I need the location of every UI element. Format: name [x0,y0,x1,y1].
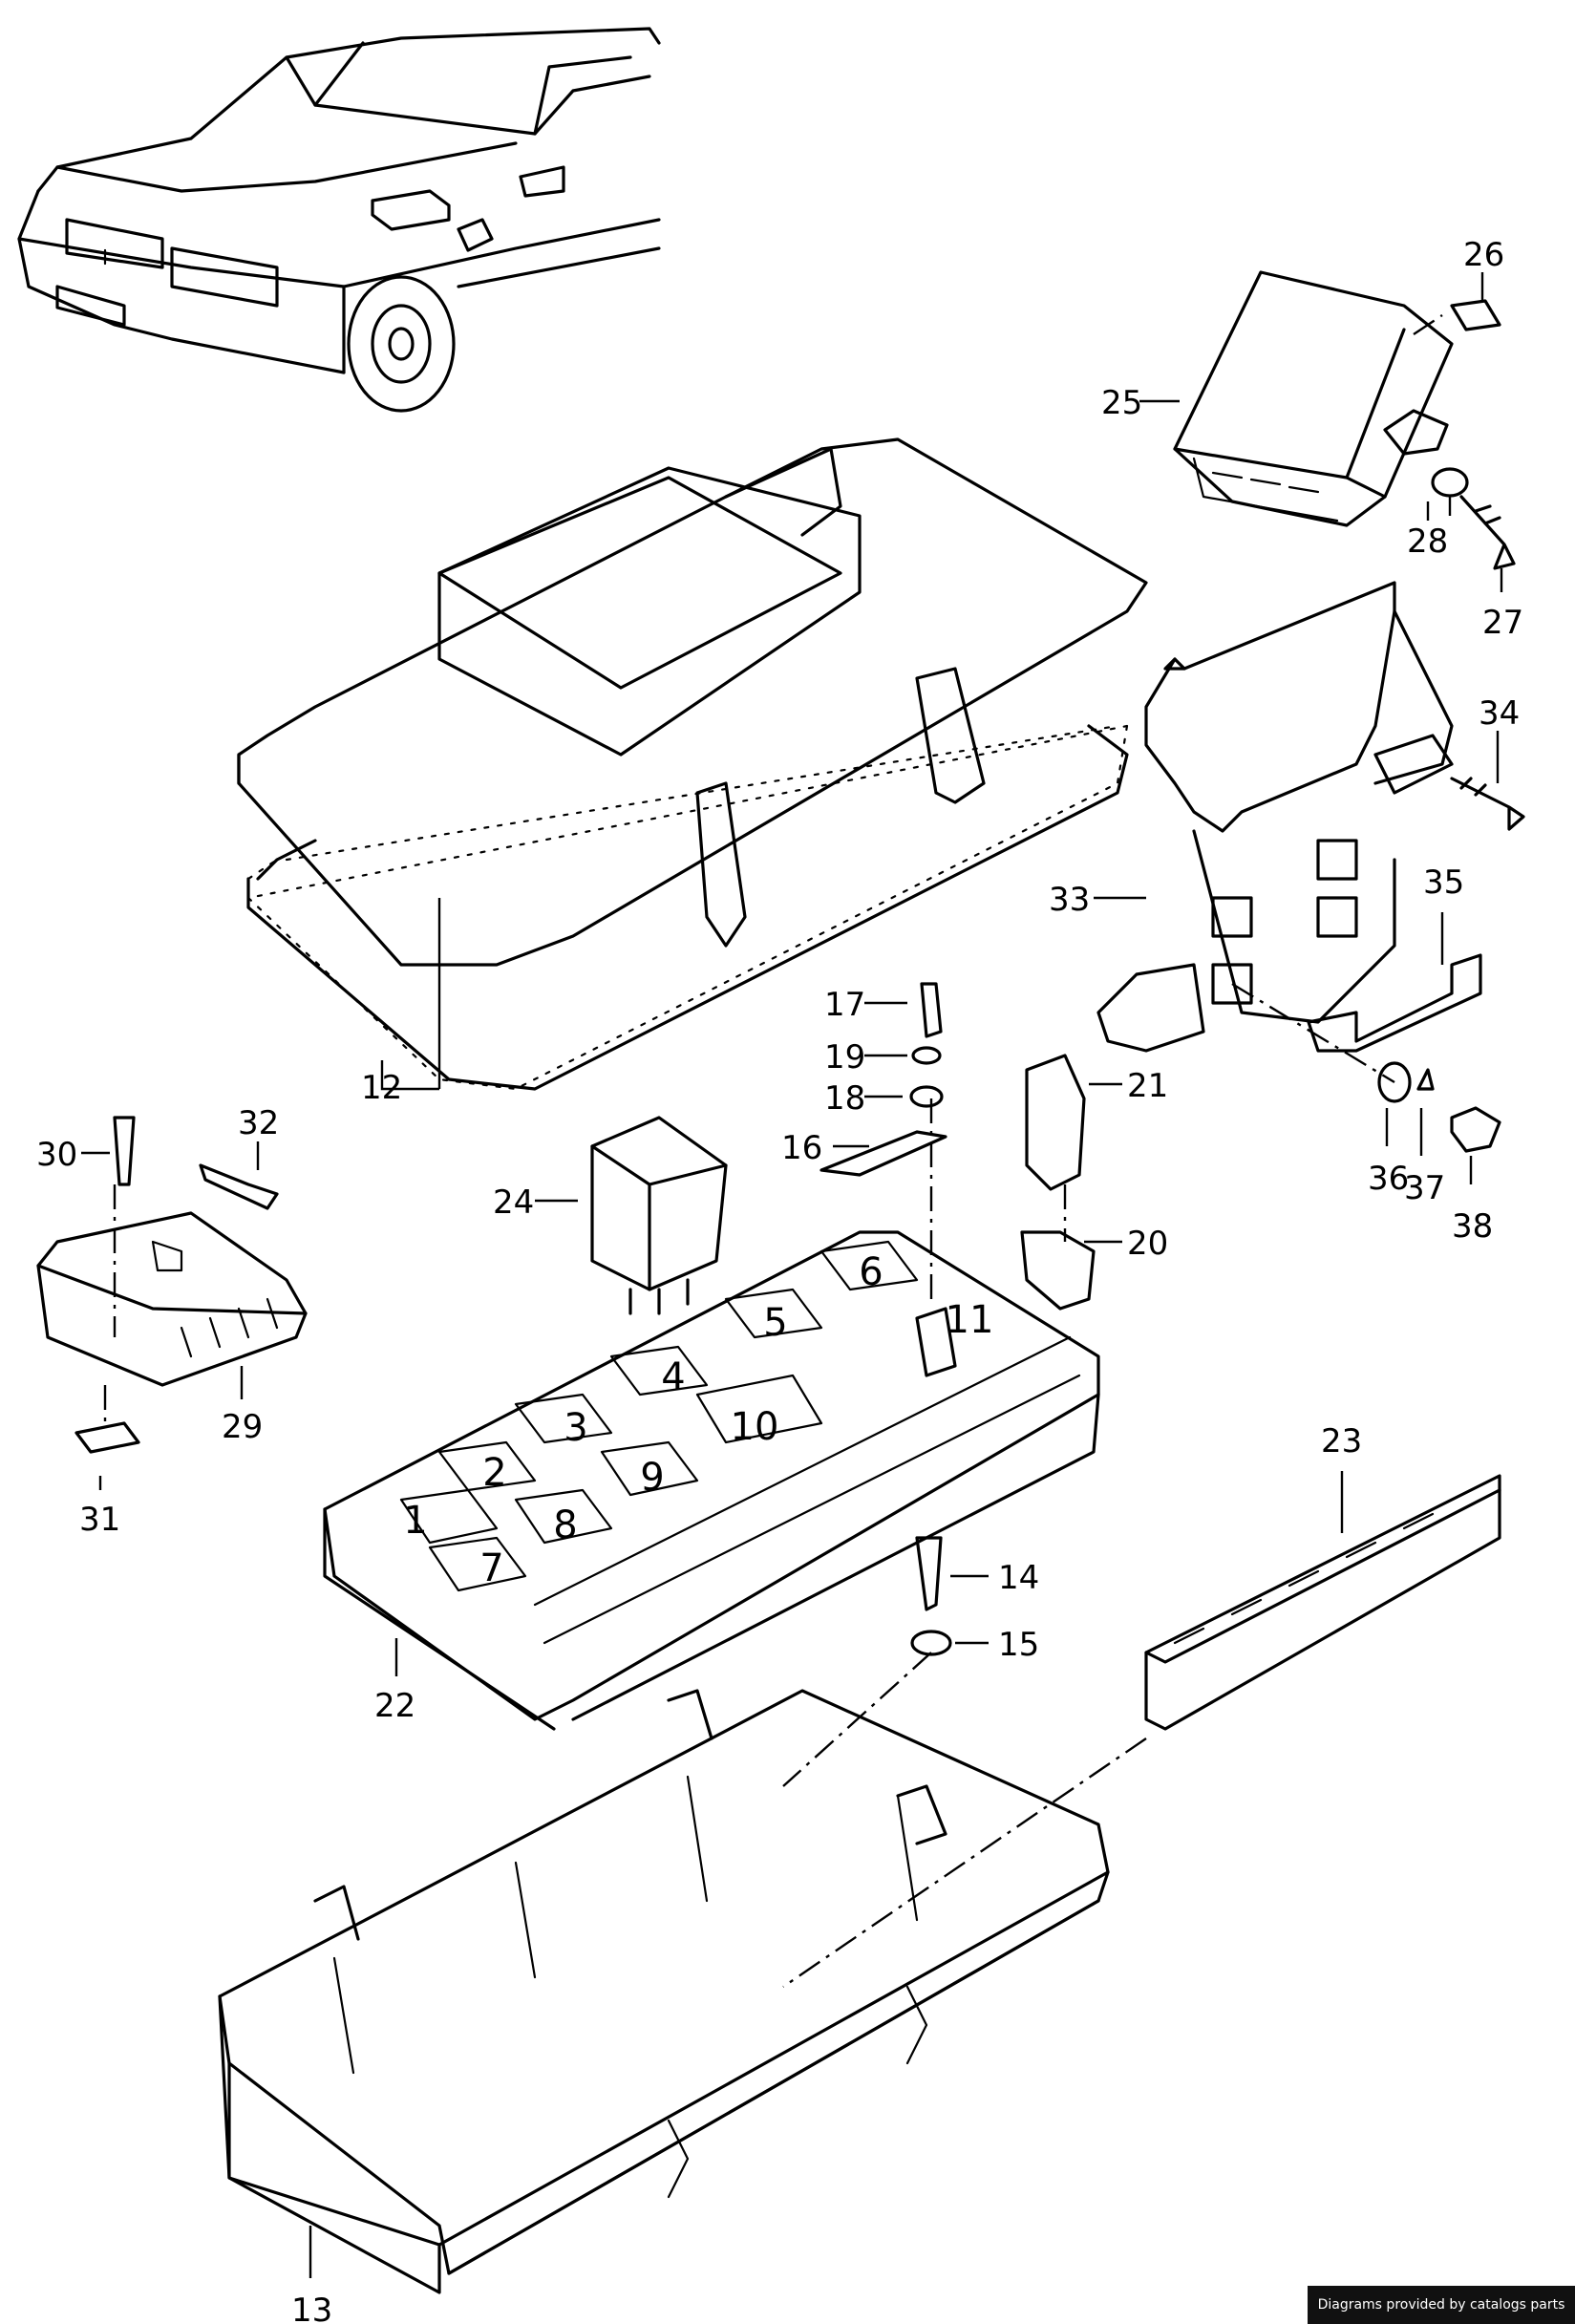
callout-labels: 12 13 14 15 16 17 18 19 20 21 22 23 24 2… [36,236,1523,2324]
callout-37: 37 [1404,1169,1445,1207]
callout-14: 14 [998,1559,1039,1597]
relay-bracket [1096,581,1454,1053]
fuse-relay-panel [323,1230,1100,1731]
callout-31: 31 [79,1501,120,1539]
callout-23: 23 [1321,1422,1362,1460]
washer [911,1046,942,1065]
position-number: 8 [553,1503,577,1547]
callout-25: 25 [1101,384,1142,422]
lock-washer [1416,1068,1435,1091]
callout-13: 13 [291,2292,332,2324]
callout-29: 29 [222,1408,263,1446]
washer [909,1085,944,1108]
clamp-bar [819,1130,947,1177]
assembly-lines [103,314,1452,1988]
small-cover [36,1211,308,1387]
washer [1431,467,1469,498]
clip [1307,953,1482,1053]
washer [1377,1061,1412,1103]
callout-27: 27 [1482,604,1523,642]
bolt [1450,1106,1501,1153]
fuse-bulb [199,1163,279,1210]
screw [1459,495,1516,570]
callout-26: 26 [1463,236,1504,274]
position-number: 4 [661,1355,685,1399]
callout-21: 21 [1127,1067,1168,1105]
screw [920,982,943,1038]
callout-38: 38 [1452,1207,1493,1246]
clip-nut [1450,299,1501,331]
position-number: 3 [564,1406,587,1450]
callout-18: 18 [824,1079,865,1118]
callout-36: 36 [1368,1160,1409,1198]
position-number: 7 [479,1546,503,1590]
callout-19: 19 [824,1038,865,1077]
fuse-box-housing [218,1689,1110,2294]
callout-17: 17 [824,986,865,1024]
callout-12: 12 [361,1069,402,1107]
callout-15: 15 [998,1626,1039,1664]
relay [590,1116,728,1315]
position-number: 11 [946,1298,994,1342]
fuse [1020,1230,1096,1311]
position-number: 9 [640,1456,664,1500]
position-number: 2 [482,1451,506,1495]
callout-34: 34 [1479,694,1520,733]
screw [1450,777,1525,831]
callout-35: 35 [1423,864,1464,902]
fuse-puller [1025,1054,1086,1191]
callout-28: 28 [1407,522,1448,561]
position-number: 10 [731,1405,779,1449]
screw [915,1536,943,1611]
callout-20: 20 [1127,1225,1168,1263]
position-number: 1 [403,1499,427,1543]
washer [910,1630,952,1656]
position-number: 6 [859,1250,883,1294]
callout-30: 30 [36,1136,77,1174]
screw [113,1116,136,1186]
callout-24: 24 [493,1183,534,1222]
callout-22: 22 [374,1687,415,1725]
control-unit [1173,270,1454,527]
panel-position-numbers: 1 2 3 4 5 6 7 8 9 10 11 [403,1250,993,1590]
callout-33: 33 [1049,881,1090,919]
credit-badge: Diagrams provided by catalogs parts [1308,2286,1575,2324]
callout-32: 32 [238,1104,279,1142]
clip-nut [74,1421,140,1454]
position-number: 5 [763,1301,787,1345]
fuse-box-cover [237,437,1148,1091]
relay-strip [1144,1474,1501,1731]
callout-16: 16 [781,1129,822,1167]
car-illustration [17,27,661,413]
